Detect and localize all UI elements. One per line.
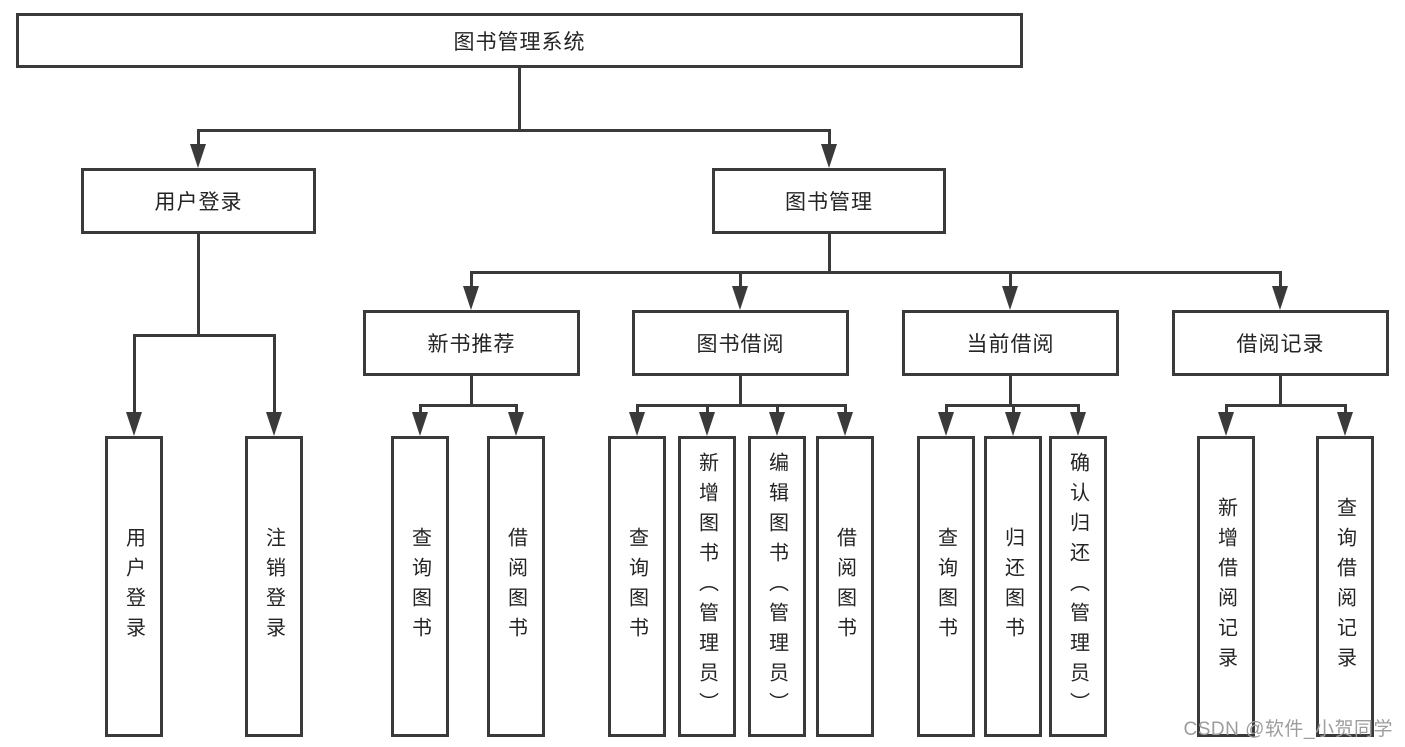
connector-arrow-shaft <box>133 334 136 414</box>
leaf-borrow-book-2: 借阅图书 <box>816 436 874 737</box>
connector-arrow-shaft <box>1225 404 1228 416</box>
connector-book-borrow-branch-line <box>636 404 846 407</box>
arrow-down-icon <box>938 412 954 436</box>
connector-book-mgmt-branch-line <box>470 271 1282 274</box>
connector-arrow-shaft <box>828 129 831 146</box>
leaf-logout-label: 注销登录 <box>262 526 285 647</box>
node-current-borrow: 当前借阅 <box>902 310 1119 376</box>
arrow-down-icon <box>1070 412 1086 436</box>
leaf-add-borrow-record: 新增借阅记录 <box>1197 436 1255 737</box>
arrow-down-icon <box>837 412 853 436</box>
node-new-book-recommend-label: 新书推荐 <box>427 333 516 356</box>
leaf-return-book: 归还图书 <box>984 436 1042 737</box>
leaf-user-login: 用户登录 <box>105 436 163 737</box>
leaf-query-book-2: 查询图书 <box>608 436 666 737</box>
leaf-query-book-2-label: 查询图书 <box>625 526 648 647</box>
leaf-user-login-label: 用户登录 <box>122 526 145 647</box>
connector-arrow-shaft <box>1012 404 1015 416</box>
node-book-management: 图书管理 <box>712 168 946 234</box>
leaf-query-book-3-label: 查询图书 <box>934 526 957 647</box>
leaf-add-book-admin-label: 新增图书（管理员） <box>695 451 718 722</box>
leaf-query-book-1-label: 查询图书 <box>408 526 431 647</box>
arrow-down-icon <box>699 412 715 436</box>
leaf-query-book-1: 查询图书 <box>391 436 449 737</box>
arrow-down-icon <box>1272 286 1288 310</box>
leaf-query-borrow-record: 查询借阅记录 <box>1316 436 1374 737</box>
node-root-label: 图书管理系统 <box>453 30 586 54</box>
arrow-down-icon <box>1005 412 1021 436</box>
connector-arrow-shaft <box>706 404 709 416</box>
connector-current-borrow-stub-line <box>1009 376 1012 407</box>
connector-arrow-shaft <box>636 404 639 416</box>
connector-new-book-stub-line <box>470 376 473 407</box>
node-root-library-system: 图书管理系统 <box>16 13 1023 68</box>
connector-root-stub-line <box>518 68 521 131</box>
node-user-login-label: 用户登录 <box>154 191 243 214</box>
leaf-edit-book-admin: 编辑图书（管理员） <box>748 436 806 737</box>
leaf-confirm-return-admin-label: 确认归还（管理员） <box>1066 451 1089 722</box>
connector-book-mgmt-stub-line <box>828 234 831 274</box>
arrow-down-icon <box>629 412 645 436</box>
leaf-confirm-return-admin: 确认归还（管理员） <box>1049 436 1107 737</box>
connector-arrow-shaft <box>1279 271 1282 288</box>
leaf-query-book-3: 查询图书 <box>917 436 975 737</box>
arrow-down-icon <box>1002 286 1018 310</box>
leaf-borrow-book-1: 借阅图书 <box>487 436 545 737</box>
node-current-borrow-label: 当前借阅 <box>966 333 1055 356</box>
connector-arrow-shaft <box>1077 404 1080 416</box>
leaf-add-book-admin: 新增图书（管理员） <box>678 436 736 737</box>
connector-arrow-shaft <box>273 334 276 414</box>
arrow-down-icon <box>1218 412 1234 436</box>
node-book-management-label: 图书管理 <box>785 191 873 214</box>
arrow-down-icon <box>821 144 837 168</box>
connector-borrow-records-stub-line <box>1279 376 1282 407</box>
connector-borrow-records-branch-line <box>1225 404 1346 407</box>
node-borrow-records-label: 借阅记录 <box>1236 333 1325 356</box>
leaf-logout: 注销登录 <box>245 436 303 737</box>
connector-arrow-shaft <box>1009 271 1012 288</box>
connector-arrow-shaft <box>945 404 948 416</box>
csdn-watermark: CSDN @软件_小贺同学 <box>1183 719 1393 740</box>
leaf-borrow-book-1-label: 借阅图书 <box>504 526 527 647</box>
connector-arrow-shaft <box>776 404 779 416</box>
arrow-down-icon <box>732 286 748 310</box>
arrow-down-icon <box>266 412 282 436</box>
node-user-login: 用户登录 <box>81 168 316 234</box>
connector-arrow-shaft <box>515 404 518 416</box>
connector-arrow-shaft <box>197 129 200 146</box>
node-borrow-records: 借阅记录 <box>1172 310 1389 376</box>
connector-new-book-branch-line <box>419 404 518 407</box>
connector-arrow-shaft <box>419 404 422 416</box>
connector-book-borrow-stub-line <box>739 376 742 407</box>
arrow-down-icon <box>412 412 428 436</box>
arrow-down-icon <box>190 144 206 168</box>
leaf-query-borrow-record-label: 查询借阅记录 <box>1333 496 1356 677</box>
arrow-down-icon <box>463 286 479 310</box>
arrow-down-icon <box>126 412 142 436</box>
connector-arrow-shaft <box>1344 404 1347 416</box>
leaf-add-borrow-record-label: 新增借阅记录 <box>1214 496 1237 677</box>
leaf-borrow-book-2-label: 借阅图书 <box>833 526 856 647</box>
arrow-down-icon <box>769 412 785 436</box>
connector-arrow-shaft <box>470 271 473 288</box>
node-book-borrow: 图书借阅 <box>632 310 849 376</box>
leaf-edit-book-admin-label: 编辑图书（管理员） <box>765 451 788 722</box>
connector-arrow-shaft <box>739 271 742 288</box>
connector-arrow-shaft <box>844 404 847 416</box>
node-new-book-recommend: 新书推荐 <box>363 310 580 376</box>
node-book-borrow-label: 图书借阅 <box>696 333 785 356</box>
connector-user-login-branch-line <box>133 334 276 337</box>
arrow-down-icon <box>1337 412 1353 436</box>
connector-user-login-stub-line <box>197 234 200 337</box>
leaf-return-book-label: 归还图书 <box>1001 526 1024 647</box>
connector-root-branch-line <box>197 129 831 132</box>
arrow-down-icon <box>508 412 524 436</box>
